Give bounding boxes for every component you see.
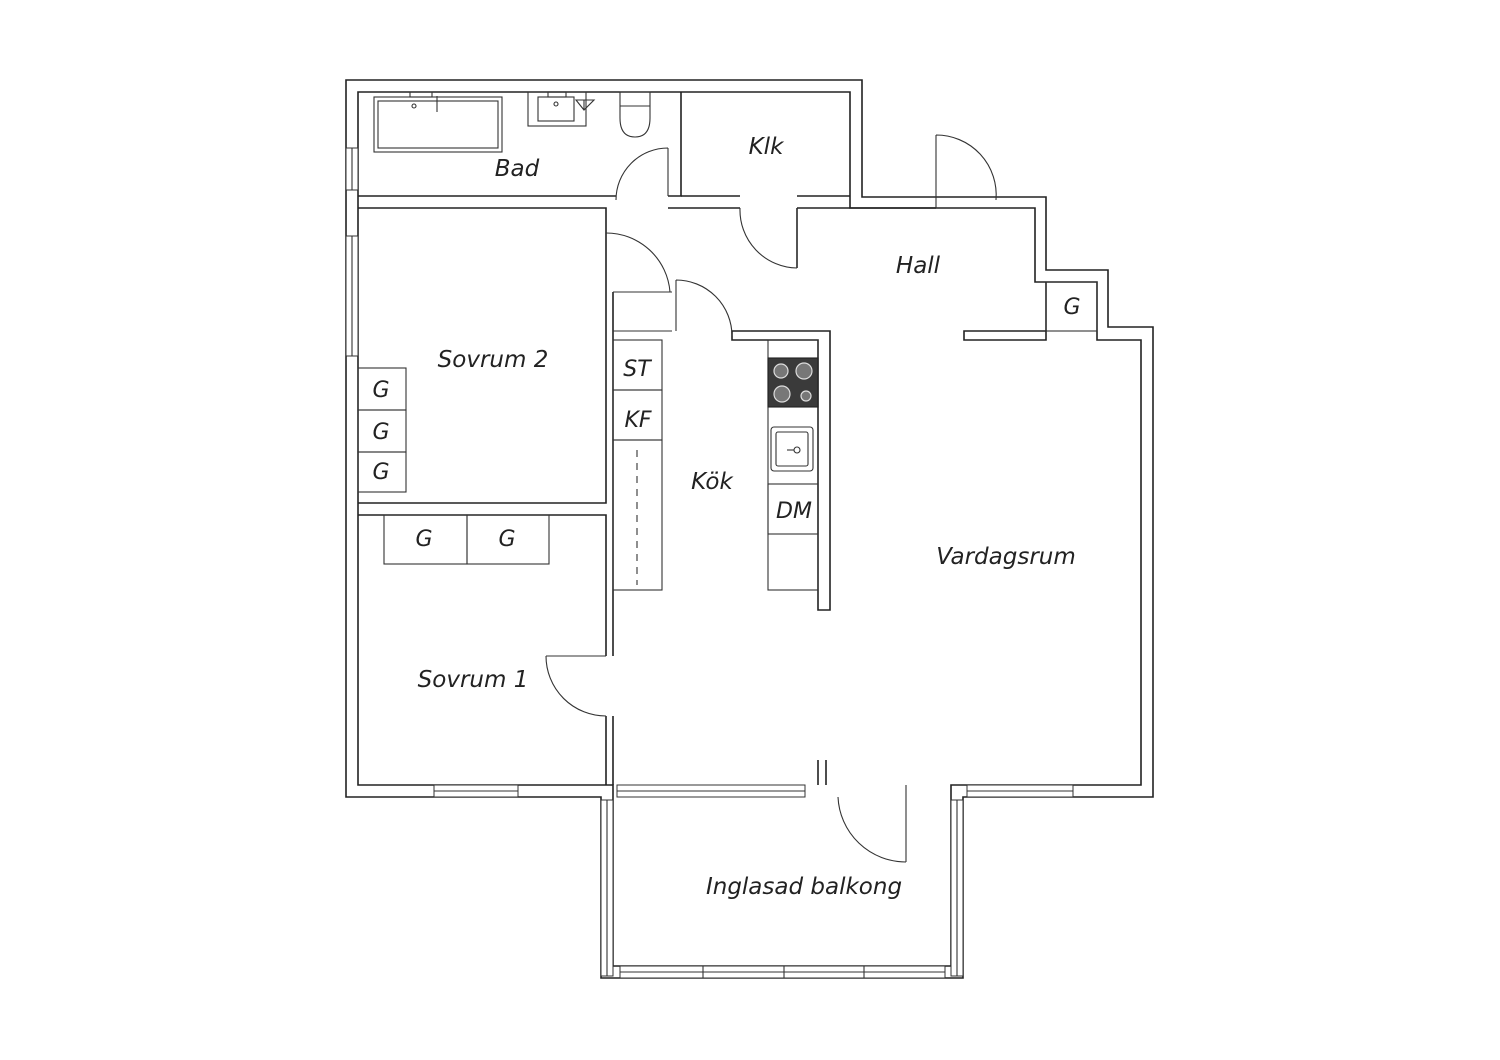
room-label-vardagsrum: Vardagsrum (936, 544, 1076, 570)
fridge-freezer-label: KF (624, 408, 651, 433)
room-label-kok: Kök (691, 469, 734, 495)
room-label-sovrum-2: Sovrum 2 (438, 347, 549, 373)
wardrobe-label: G (372, 378, 389, 403)
stove-icon (767, 357, 819, 408)
fixture-labels: G G G G G G ST KF DM (372, 295, 1080, 552)
bathroom-fixtures (373, 91, 651, 153)
doors (545, 134, 997, 863)
room-labels: Bad Klk Hall Sovrum 2 Sovrum 1 Kök Varda… (418, 134, 1076, 900)
toilet-icon (619, 91, 651, 138)
bathtub-icon (373, 96, 503, 153)
room-label-sovrum-1: Sovrum 1 (418, 667, 529, 693)
wardrobe-label: G (372, 420, 389, 445)
storage-units (357, 281, 1098, 591)
storage-label-st: ST (623, 357, 652, 382)
wardrobe-label: G (498, 527, 515, 552)
wardrobe-label: G (372, 460, 389, 485)
wardrobe-label: G (415, 527, 432, 552)
dishwasher-label: DM (776, 499, 812, 524)
kitchen-sink-icon (770, 426, 814, 472)
room-label-hall: Hall (896, 253, 941, 279)
room-label-klk: Klk (749, 134, 785, 160)
room-label-balkong: Inglasad balkong (706, 874, 902, 900)
wardrobe-label: G (1063, 295, 1080, 320)
windows (345, 147, 1074, 979)
room-label-bad: Bad (495, 156, 540, 182)
